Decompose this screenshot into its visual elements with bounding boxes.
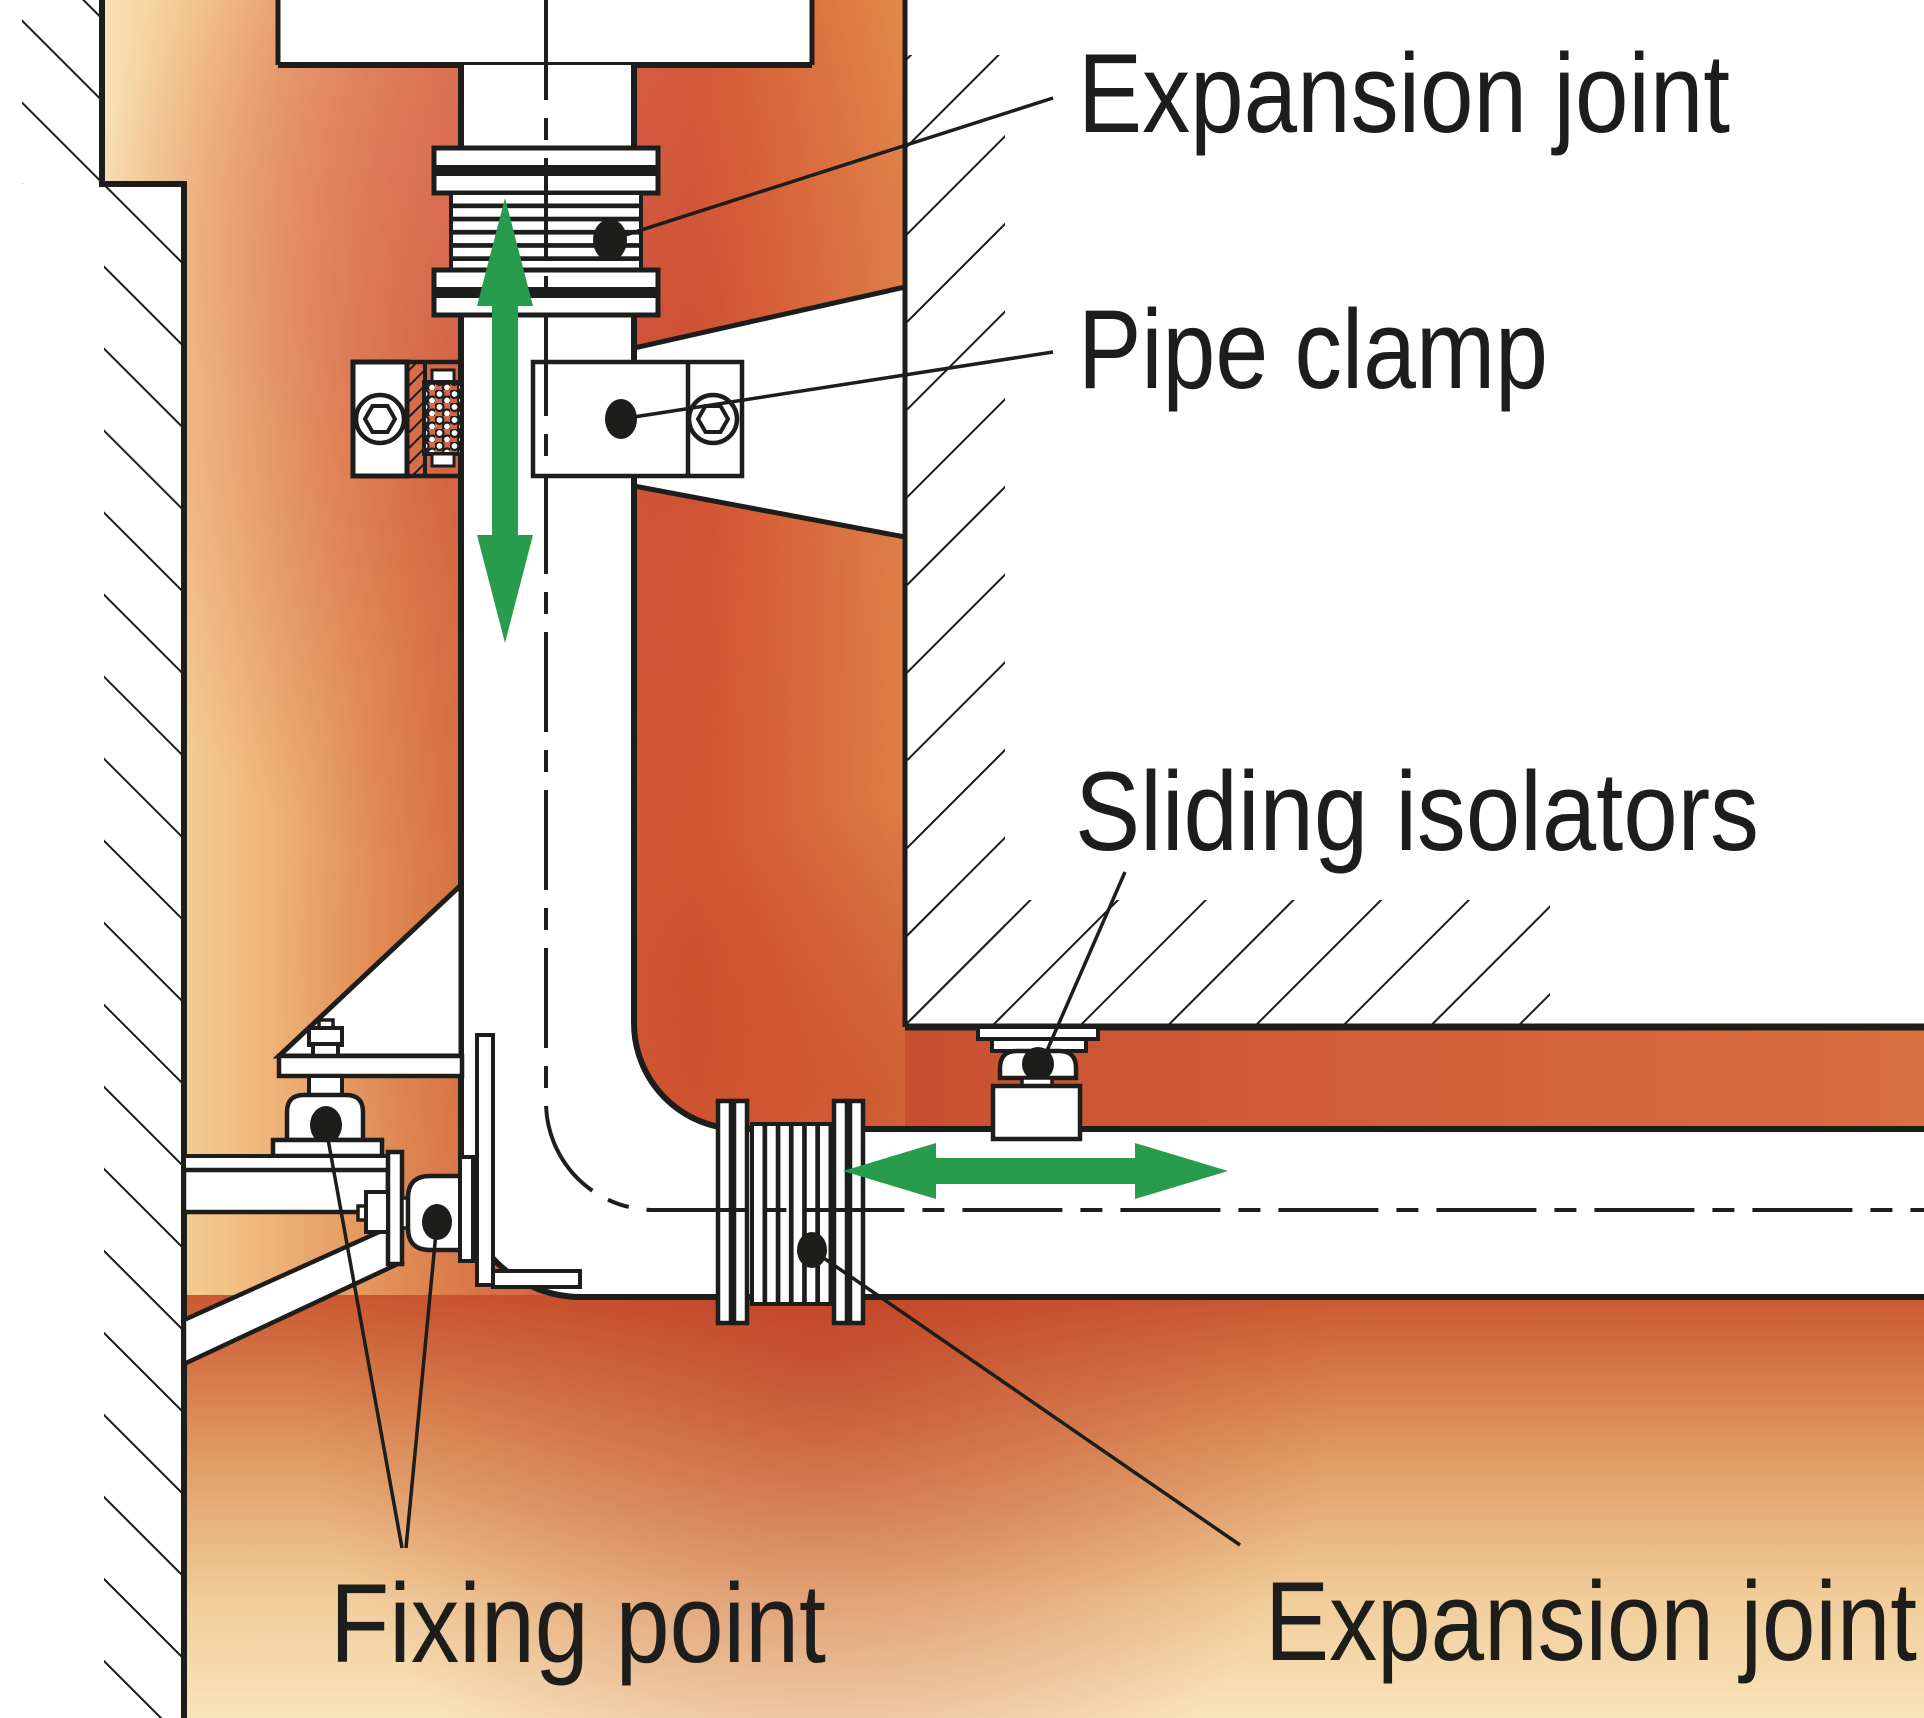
angle-bracket-upright (475, 1033, 495, 1287)
leader-expansion-joint-bottom (811, 1248, 1241, 1547)
callout-dot-expansion-joint-top (593, 219, 627, 261)
label-expansion-joint-top: Expansion joint (1078, 31, 1730, 156)
leader-sliding-isolators (1040, 871, 1127, 1063)
leader-pipe-clamp (620, 350, 1054, 421)
isolator-ball-dot (1022, 1047, 1054, 1081)
isolator-slide-foot (990, 1083, 1083, 1142)
pipe-clamp-assembly (350, 359, 745, 479)
hatching-floor (905, 900, 1550, 1027)
movement-arrow-horizontal (843, 1143, 1228, 1199)
label-sliding-isolators: Sliding isolators (1075, 749, 1759, 874)
leader-expansion-joint-top (609, 96, 1054, 242)
bracket-top-plate (276, 1053, 465, 1079)
bellows-horizontal (750, 1122, 833, 1306)
label-expansion-joint-bottom: Expansion joint (1265, 1559, 1917, 1684)
ground-gradient (184, 1295, 1924, 1718)
angle-bracket-foot (491, 1269, 582, 1289)
hatching-right-wall (905, 55, 1005, 1020)
arm-end-plate (385, 1149, 405, 1267)
pipe-flange-plate (458, 1155, 475, 1263)
label-pipe-clamp: Pipe clamp (1078, 287, 1548, 412)
fixing-ball-upper-dot (310, 1106, 342, 1144)
leader-lines (324, 96, 1241, 1549)
hatching-left-wall (22, 0, 184, 1718)
label-fixing-point: Fixing point (330, 1561, 826, 1686)
fixing-point-bracketry (181, 879, 582, 1368)
clamp-insulation-pad (422, 380, 464, 456)
callout-dot-pipe-clamp (605, 399, 637, 439)
labels: Expansion joint Pipe clamp Sliding isola… (330, 31, 1917, 1686)
leader-fixing-point-2 (404, 1221, 439, 1549)
leader-fixing-point-1 (324, 1127, 404, 1549)
building-interior (905, 0, 1924, 1027)
movement-arrow-vertical (477, 198, 533, 643)
callout-dot-expansion-joint-bottom (797, 1232, 827, 1268)
pipe-centerline (544, 0, 1924, 1212)
sliding-isolator-assembly (976, 1025, 1100, 1142)
